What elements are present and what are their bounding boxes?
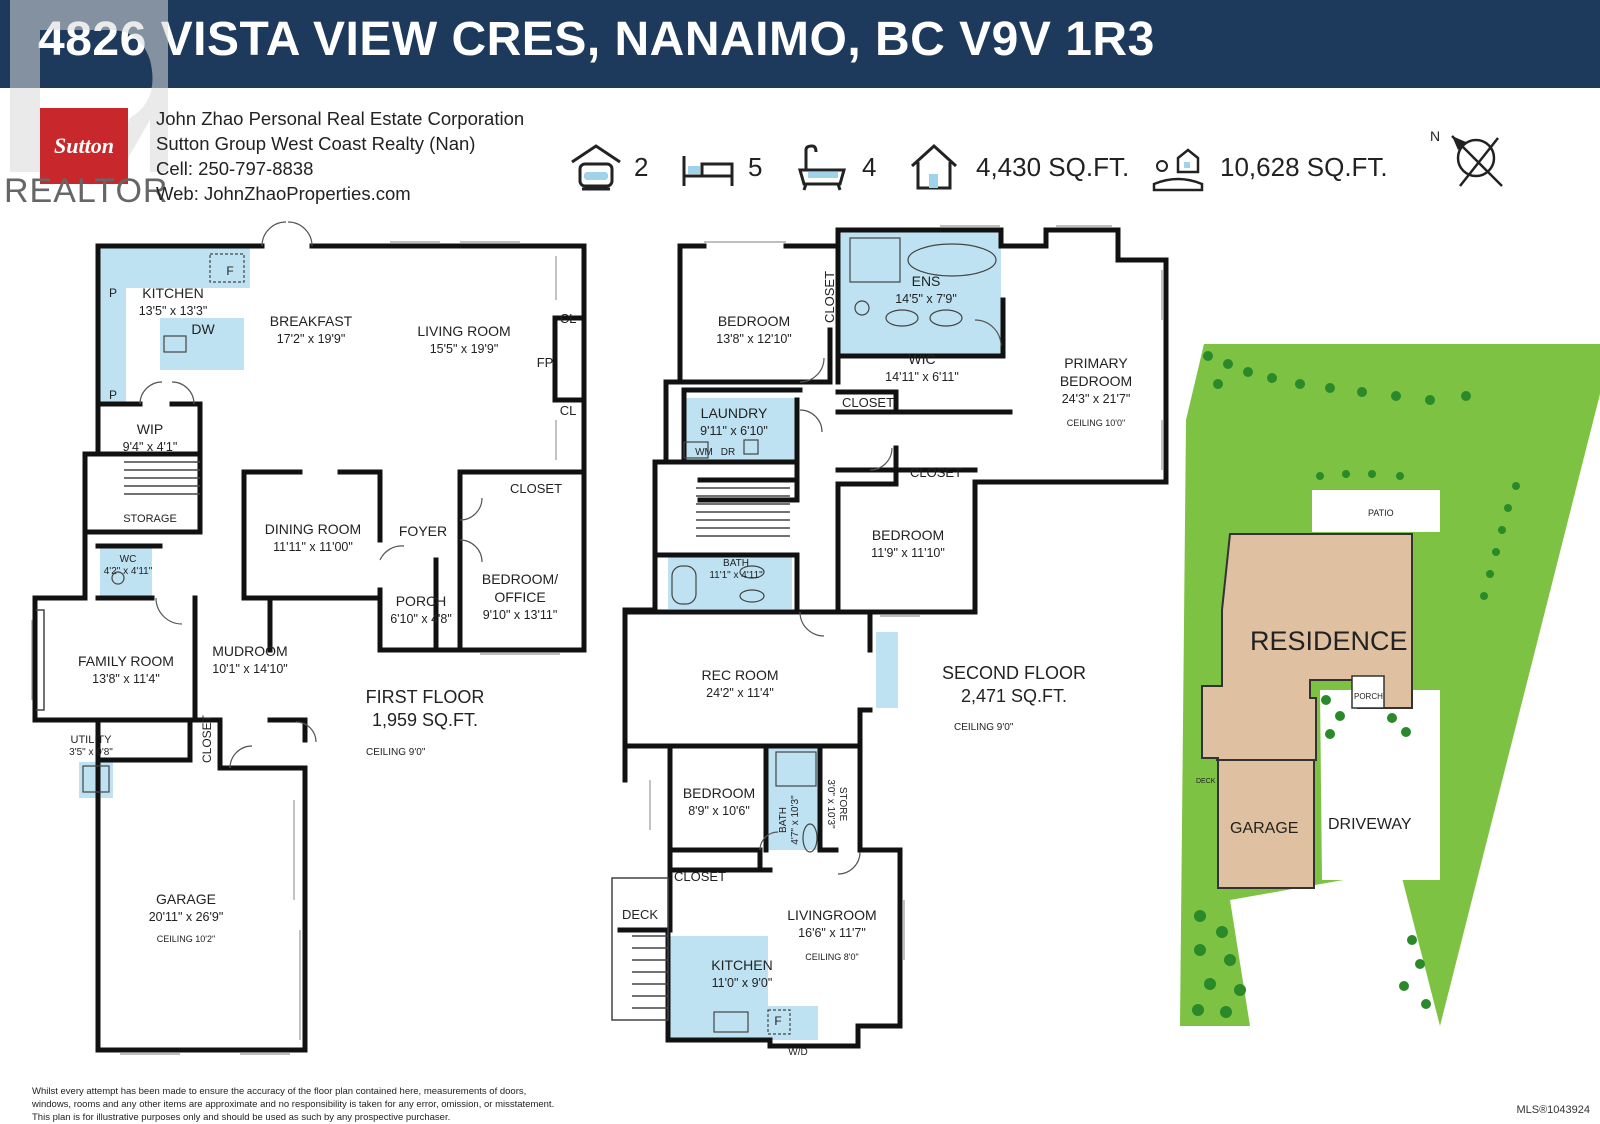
site-plan bbox=[1180, 344, 1600, 1026]
disclaimer: Whilst every attempt has been made to en… bbox=[32, 1086, 555, 1123]
garage-icon bbox=[571, 144, 621, 191]
realtor-r-icon bbox=[10, 0, 168, 172]
deck-label-suite: DECK bbox=[621, 907, 659, 922]
bathtub-icon bbox=[798, 144, 846, 191]
site-driveway: DRIVEWAY bbox=[1328, 816, 1412, 833]
site-porch: PORCH bbox=[1354, 692, 1383, 701]
lot-icon bbox=[1152, 148, 1204, 192]
windows bbox=[31, 225, 1163, 1055]
pantry-label-1: P bbox=[108, 286, 118, 300]
second-floor-walls bbox=[622, 227, 1169, 749]
garage-count: 2 bbox=[634, 152, 649, 182]
pantry-label-2: P bbox=[108, 388, 118, 402]
agent-web: Web: JohnZhaoProperties.com bbox=[156, 183, 411, 204]
closet-label-2: CLOSET bbox=[841, 395, 895, 410]
closet-label-mudroom: CLOSET bbox=[200, 714, 214, 764]
floor-plan-drawing bbox=[31, 221, 1600, 1055]
north-label: N bbox=[1430, 128, 1441, 144]
compass-icon bbox=[1451, 135, 1503, 187]
second-floor-ceiling: CEILING 9'0" bbox=[954, 722, 1014, 733]
dryer-label: DR bbox=[720, 447, 736, 458]
site-patio: PATIO bbox=[1368, 508, 1394, 518]
site-garage: GARAGE bbox=[1230, 820, 1299, 837]
property-stats: 2 5 4 4,430 SQ.FT. 10,628 SQ.FT. N bbox=[568, 128, 1528, 194]
fireplace-label: FP bbox=[536, 355, 554, 370]
realtor-logo: Sutton REALTOR bbox=[0, 0, 186, 214]
mls-number: MLS®1043924 bbox=[1516, 1104, 1590, 1116]
room-storage: STORAGE bbox=[123, 513, 177, 525]
agent-cell: Cell: 250-797-8838 bbox=[156, 158, 314, 179]
first-floor-ceiling: CEILING 9'0" bbox=[366, 747, 426, 758]
wet-areas bbox=[79, 230, 1003, 1040]
fixtures bbox=[82, 237, 997, 1035]
closet-label-3: CLOSET bbox=[909, 465, 963, 480]
site-deck: DECK bbox=[1196, 778, 1216, 785]
first-floor-walls bbox=[32, 243, 587, 1053]
fridge-label: F bbox=[226, 264, 234, 278]
realtor-text: REALTOR bbox=[4, 172, 169, 210]
house-icon bbox=[910, 143, 958, 190]
floor-area: 4,430 SQ.FT. bbox=[976, 152, 1130, 182]
closet-label-suite: CLOSET bbox=[673, 869, 727, 884]
header-banner: 4826 VISTA VIEW CRES, NANAIMO, BC V9V 1R… bbox=[0, 0, 1600, 88]
closet-label-cl1: CL bbox=[559, 311, 577, 326]
dishwasher-label: DW bbox=[191, 321, 215, 337]
closet-label-bedroom1: CLOSET bbox=[822, 270, 837, 324]
site-residence: RESIDENCE bbox=[1250, 626, 1408, 656]
closet-label-bed-office: CLOSET bbox=[509, 481, 563, 496]
bed-icon bbox=[682, 156, 734, 186]
property-address: 4826 VISTA VIEW CRES, NANAIMO, BC V9V 1R… bbox=[38, 13, 1155, 66]
closet-label-cl2: CL bbox=[559, 403, 577, 418]
fridge-label-suite: F bbox=[774, 1014, 782, 1028]
sutton-logo: Sutton bbox=[40, 108, 128, 184]
agent-name: John Zhao Personal Real Estate Corporati… bbox=[156, 108, 525, 129]
agent-info: John Zhao Personal Real Estate Corporati… bbox=[156, 106, 524, 206]
agent-company: Sutton Group West Coast Realty (Nan) bbox=[156, 133, 476, 154]
room-foyer: FOYER bbox=[398, 523, 448, 539]
washer-label: WM bbox=[695, 447, 713, 458]
washer-dryer-label: W/D bbox=[788, 1047, 808, 1058]
doors bbox=[139, 221, 1002, 875]
bed-count: 5 bbox=[748, 152, 763, 182]
lower-suite-walls bbox=[617, 743, 903, 1049]
lot-area: 10,628 SQ.FT. bbox=[1220, 152, 1388, 182]
bath-count: 4 bbox=[862, 152, 877, 182]
